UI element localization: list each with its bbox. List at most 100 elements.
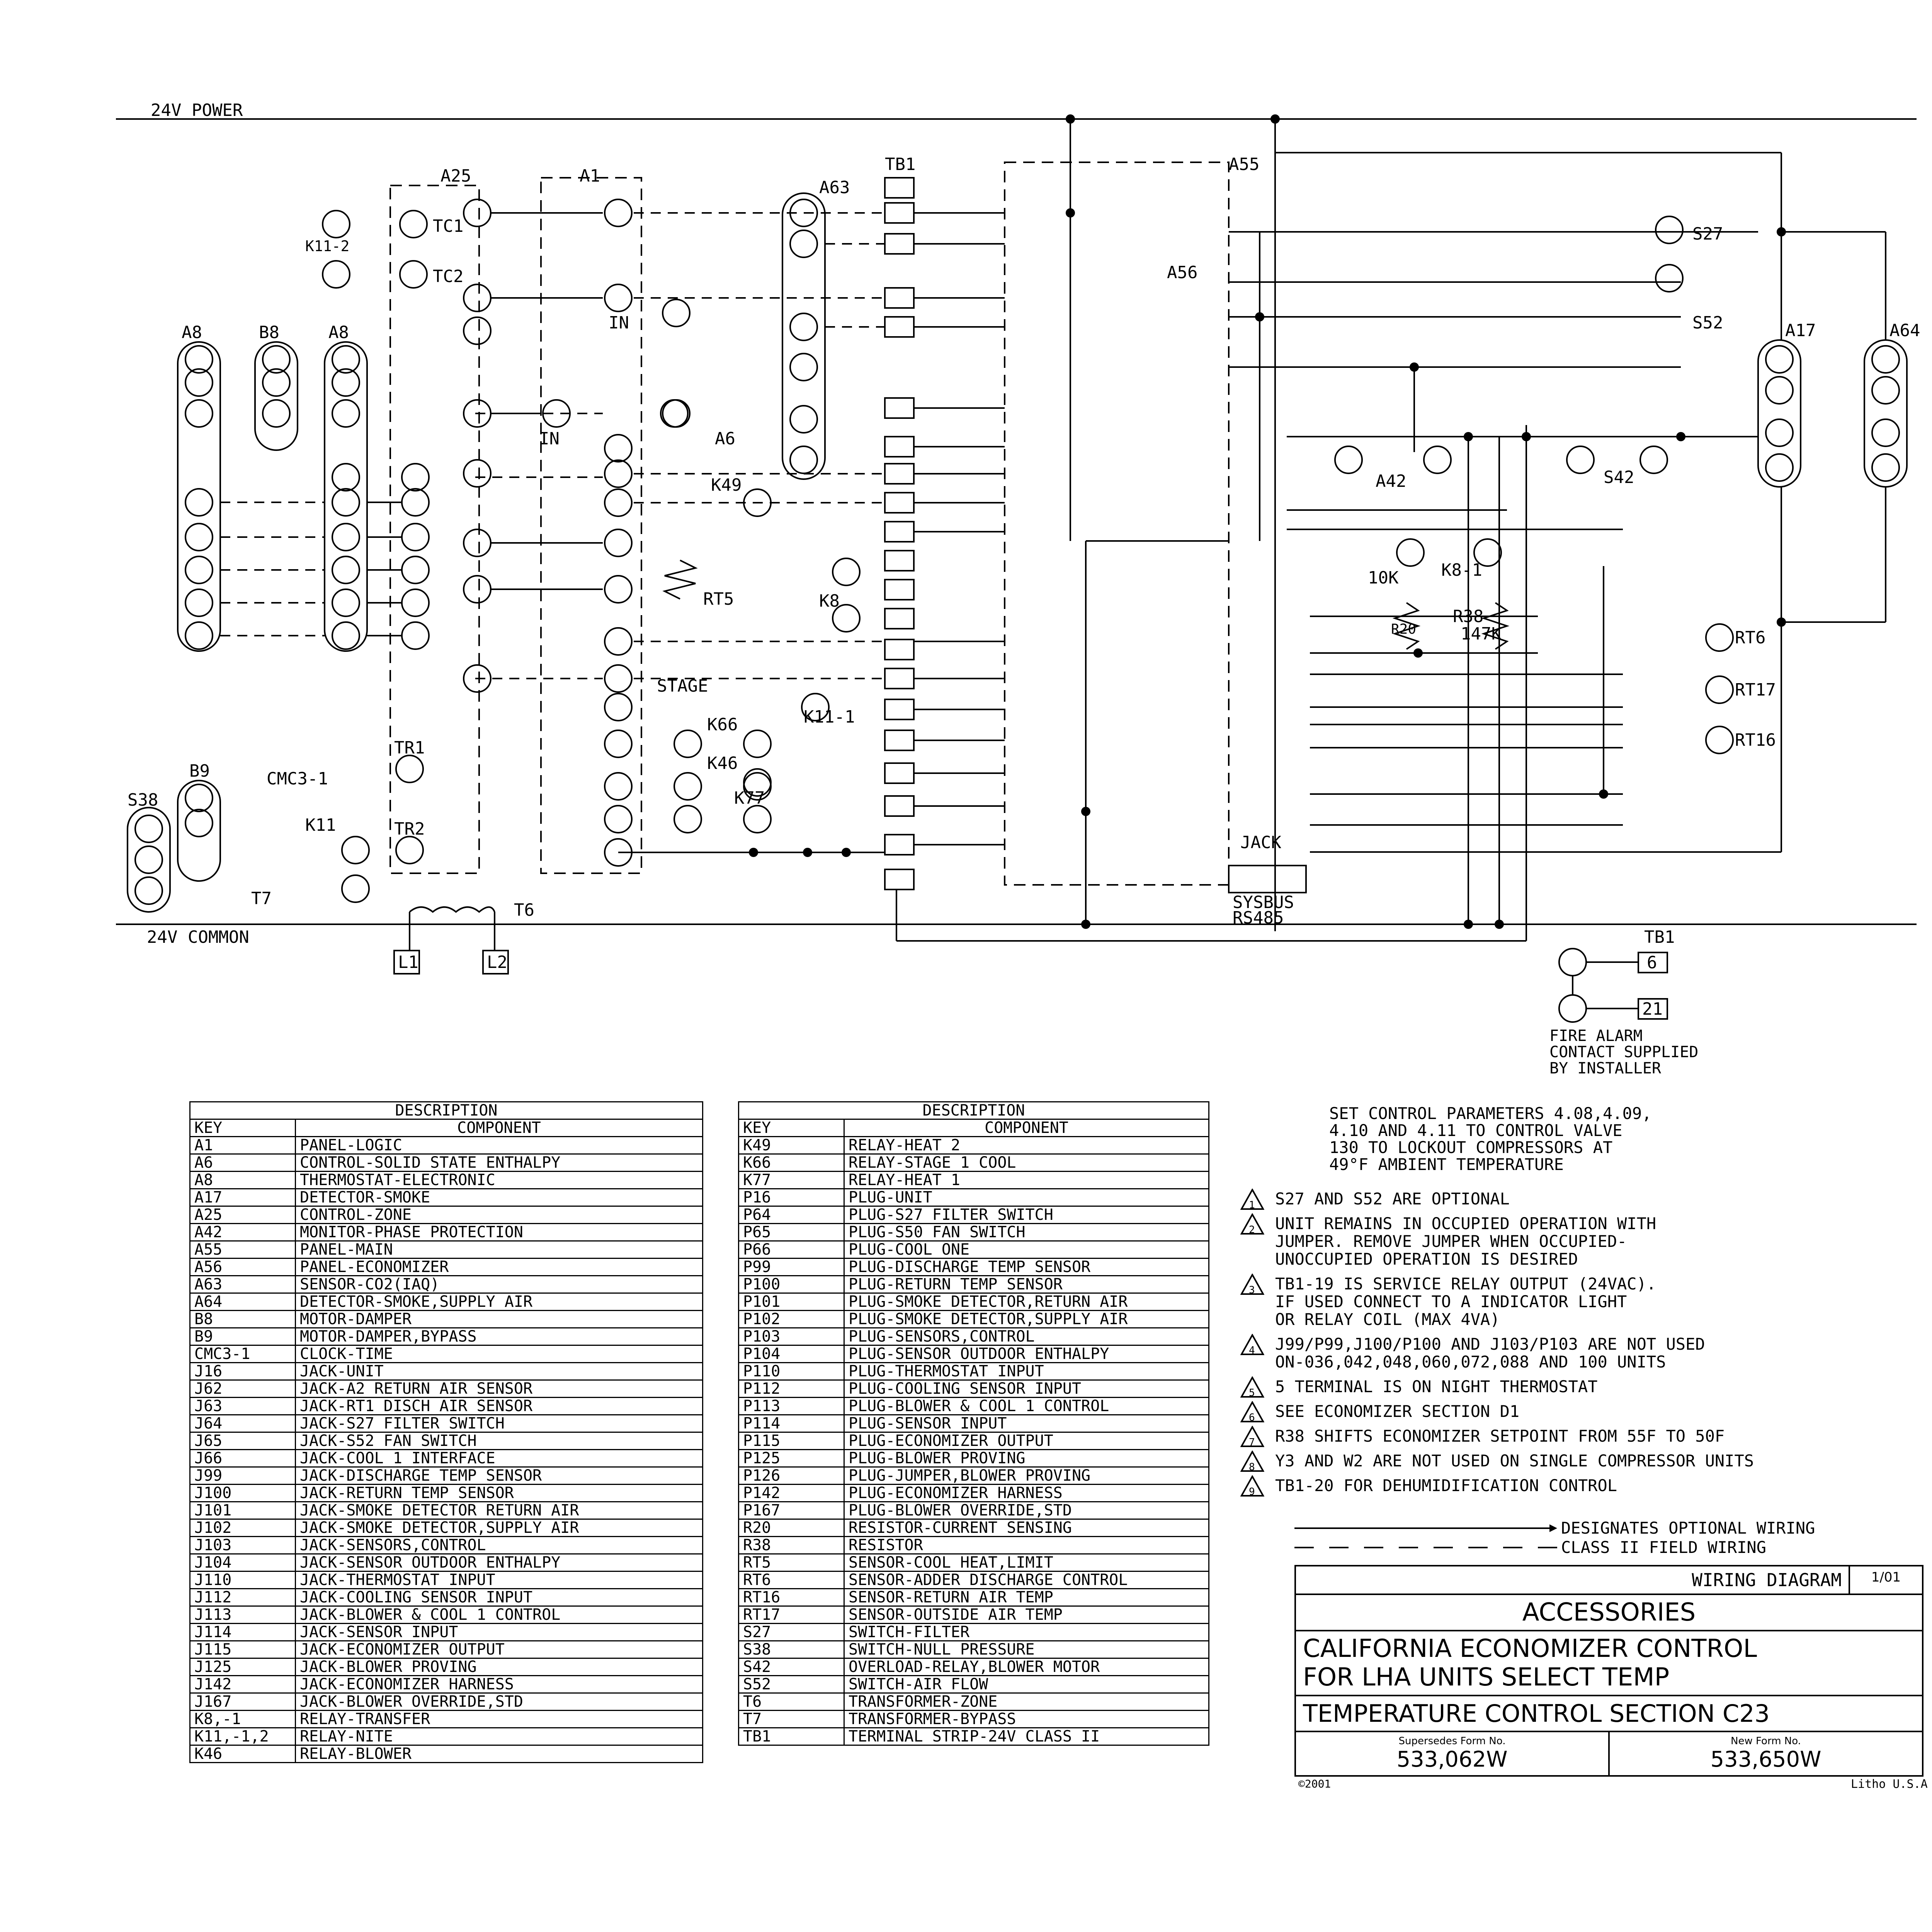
component-description: JACK-RT1 DISCH AIR SENSOR (295, 1397, 703, 1415)
legend-class2-text: CLASS II FIELD WIRING (1561, 1538, 1767, 1557)
component-key: P114 (738, 1414, 845, 1433)
component-description: RELAY-TRANSFER (295, 1710, 703, 1728)
component-key: P101 (738, 1293, 845, 1311)
component-key: J167 (189, 1692, 296, 1711)
a17-pill (1757, 339, 1801, 488)
component-description: PLUG-BLOWER OVERRIDE,STD (844, 1501, 1209, 1520)
component-key: K11,-1,2 (189, 1727, 296, 1746)
component-key: J16 (189, 1362, 296, 1381)
t6-transformer-coil (409, 906, 495, 913)
component-description: RELAY-HEAT 1 (844, 1171, 1209, 1189)
thermostat-signal-lines (220, 413, 603, 679)
power-rail-label: 24V POWER (151, 100, 243, 120)
tb1-label: TB1 (885, 155, 915, 174)
component-key: A25 (189, 1206, 296, 1224)
component-description: SENSOR-RETURN AIR TEMP (844, 1588, 1209, 1607)
component-description: JACK-COOLING SENSOR INPUT (295, 1588, 703, 1607)
component-description: JACK-BLOWER PROVING (295, 1658, 703, 1676)
component-description: RELAY-BLOWER (295, 1745, 703, 1763)
tr1-label: TR1 (394, 738, 425, 758)
component-key: TB1 (738, 1727, 845, 1746)
component-key: P64 (738, 1206, 845, 1224)
s38-pill (127, 807, 171, 913)
component-description: PLUG-ECONOMIZER OUTPUT (844, 1432, 1209, 1450)
a63-label: A63 (819, 178, 850, 197)
component-key: A17 (189, 1188, 296, 1207)
component-key: P142 (738, 1484, 845, 1502)
note-text: UNIT REMAINS IN OCCUPIED OPERATION WITH … (1275, 1214, 1656, 1269)
component-description: TRANSFORMER-ZONE (844, 1692, 1209, 1711)
vertical-bus-lines (1070, 119, 1604, 931)
copyright: ©2001 (1298, 1777, 1331, 1790)
wiring-schematic: 24V POWER 24V COMMON A25 A1 A63 A55 A56 … (116, 100, 1920, 1023)
sysbus-label: SYSBUS (1233, 893, 1294, 912)
component-key: CMC3-1 (189, 1345, 296, 1363)
note-triangle-icon (1240, 1213, 1264, 1235)
component-key: K77 (738, 1171, 845, 1189)
component-description: SWITCH-FILTER (844, 1623, 1209, 1641)
component-description: CLOCK-TIME (295, 1345, 703, 1363)
note-number: 5 (1249, 1387, 1255, 1399)
a8-left-label: A8 (182, 323, 202, 342)
component-key: A56 (189, 1258, 296, 1276)
t7-label: T7 (251, 889, 272, 908)
r20-resistor (1392, 602, 1421, 650)
note-triangle-icon (1240, 1376, 1264, 1398)
a55-main-panel-box (1004, 162, 1230, 886)
note-number: 9 (1249, 1486, 1255, 1498)
tb-line2: FOR LHA UNITS SELECT TEMP (1303, 1663, 1670, 1692)
component-description: PLUG-UNIT (844, 1188, 1209, 1207)
component-key: A42 (189, 1223, 296, 1242)
k11-label: K11 (305, 815, 336, 835)
component-key: J66 (189, 1449, 296, 1468)
s42-label: S42 (1604, 468, 1634, 487)
s38-label: S38 (128, 790, 158, 810)
component-key: B9 (189, 1327, 296, 1346)
terminal-circles (134, 199, 1900, 1023)
component-description: JACK-SENSOR OUTDOOR ENTHALPY (295, 1553, 703, 1572)
fire-alarm-term-b-label: 21 (1642, 999, 1663, 1019)
in-label-1: IN (609, 313, 629, 333)
component-description: RELAY-NITE (295, 1727, 703, 1746)
stage-label: STAGE (657, 676, 708, 696)
r38-value-label: 147K (1461, 624, 1502, 644)
component-description: JACK-ECONOMIZER OUTPUT (295, 1640, 703, 1659)
k46-label: K46 (707, 753, 738, 773)
k49-label: K49 (711, 475, 742, 495)
component-key: P99 (738, 1258, 845, 1276)
component-description: CONTROL-ZONE (295, 1206, 703, 1224)
a55-right-side-wiring (1229, 152, 1886, 853)
component-description: PANEL-ECONOMIZER (295, 1258, 703, 1276)
component-description: PLUG-BLOWER & COOL 1 CONTROL (844, 1397, 1209, 1415)
fire-alarm-note: FIRE ALARM CONTACT SUPPLIED BY INSTALLER (1549, 1027, 1699, 1077)
a25-to-a1-wiring (367, 212, 1527, 942)
k11-2-label: K11-2 (305, 238, 349, 255)
t6-label: T6 (514, 900, 534, 920)
